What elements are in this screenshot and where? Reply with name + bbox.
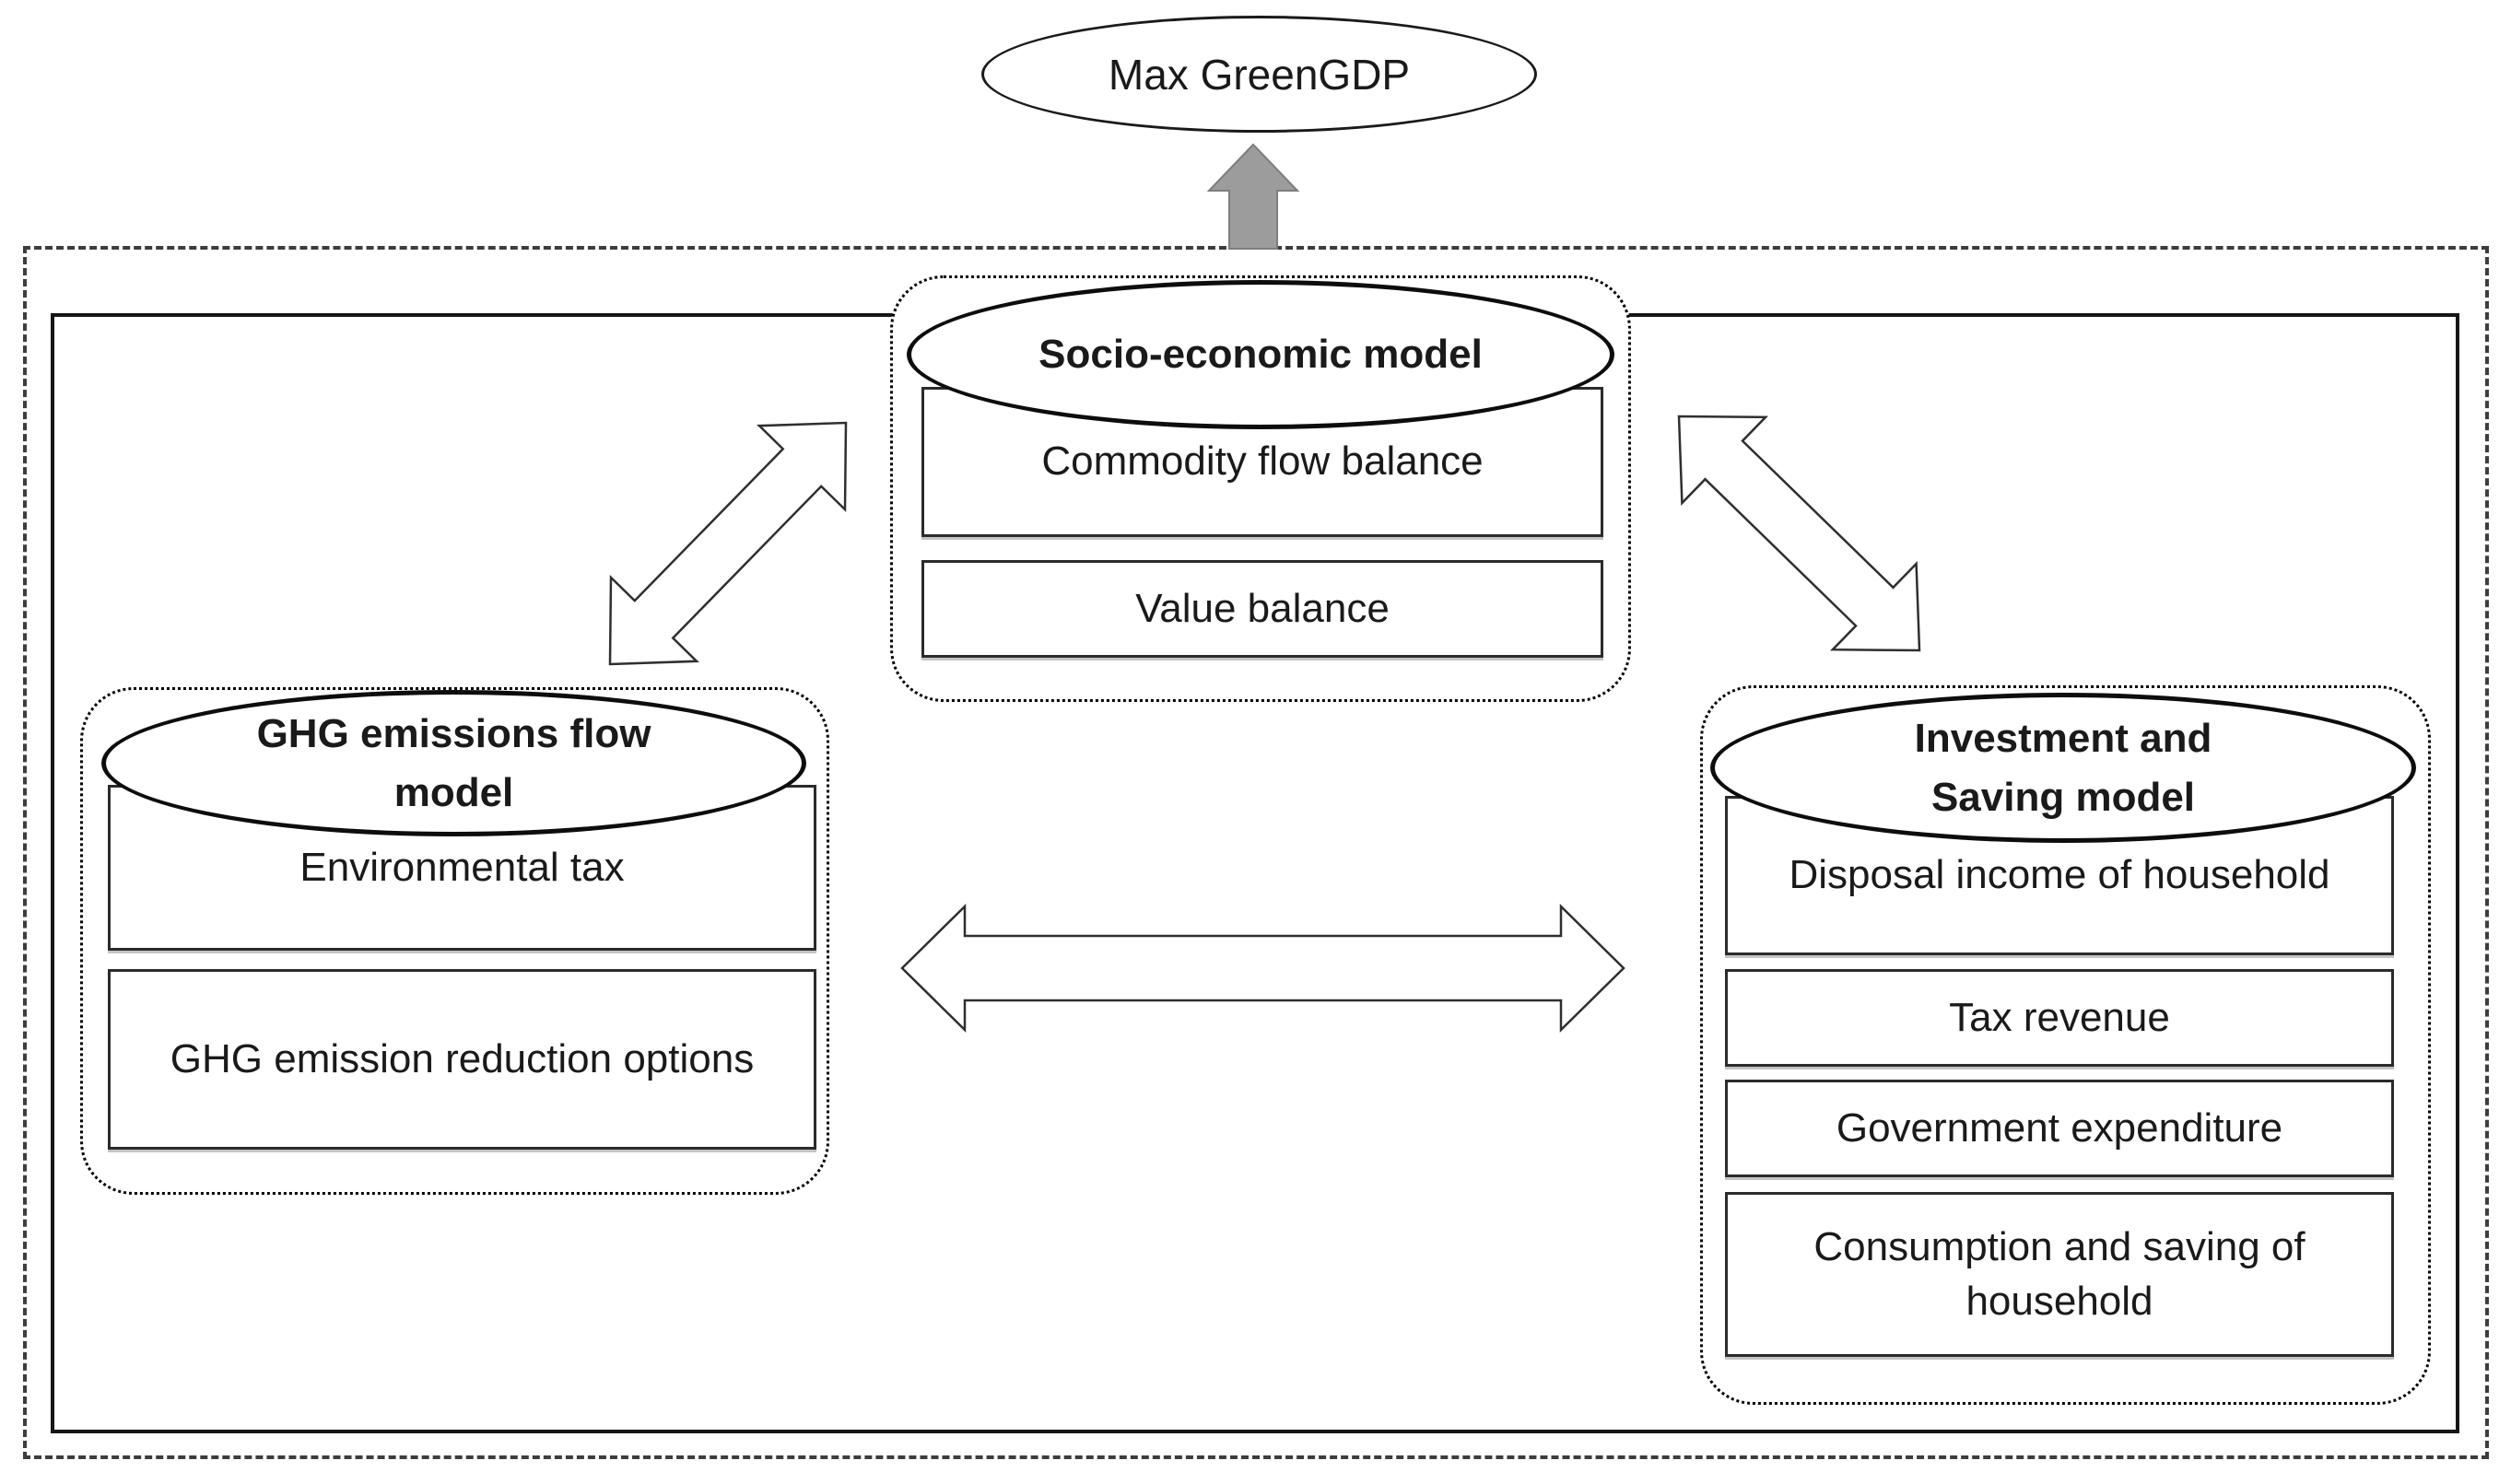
box-label: Value balance xyxy=(1135,585,1390,631)
group-title: Socio-economic model xyxy=(1038,332,1483,377)
objective-ellipse: Max GreenGDP xyxy=(981,16,1537,133)
box-label: Commodity flow balance xyxy=(1041,438,1484,485)
box-consumption-and-saving-of-household: Consumption and saving of household xyxy=(1725,1192,2394,1357)
box-ghg-emission-reduction-options: GHG emission reduction options xyxy=(108,969,816,1150)
box-label: GHG emission reduction options xyxy=(170,1035,755,1081)
box-label: Tax revenue xyxy=(1949,994,2170,1040)
box-tax-revenue: Tax revenue xyxy=(1725,969,2394,1067)
objective-up-arrow-icon xyxy=(1206,143,1300,250)
objective-label: Max GreenGDP xyxy=(1108,50,1411,99)
header-ellipse-socio-economic: Socio-economic model xyxy=(907,280,1614,429)
box-value-balance: Value balance xyxy=(921,560,1603,658)
header-ellipse-investment-saving: Investment and Saving model xyxy=(1710,693,2416,843)
box-government-expenditure: Government expenditure xyxy=(1725,1080,2394,1177)
group-title-line: model xyxy=(393,769,514,815)
group-title-line: Investment and xyxy=(1914,715,2212,761)
group-title-line: GHG emissions flow xyxy=(256,710,651,756)
box-label: Disposal income of household xyxy=(1789,852,2330,898)
box-label: Consumption and saving of household xyxy=(1813,1224,2306,1324)
header-ellipse-ghg-emissions: GHG emissions flow model xyxy=(101,690,806,836)
group-title-line: Saving model xyxy=(1930,774,2196,820)
box-label: Government expenditure xyxy=(1836,1104,2283,1151)
box-label: Environmental tax xyxy=(299,844,625,890)
